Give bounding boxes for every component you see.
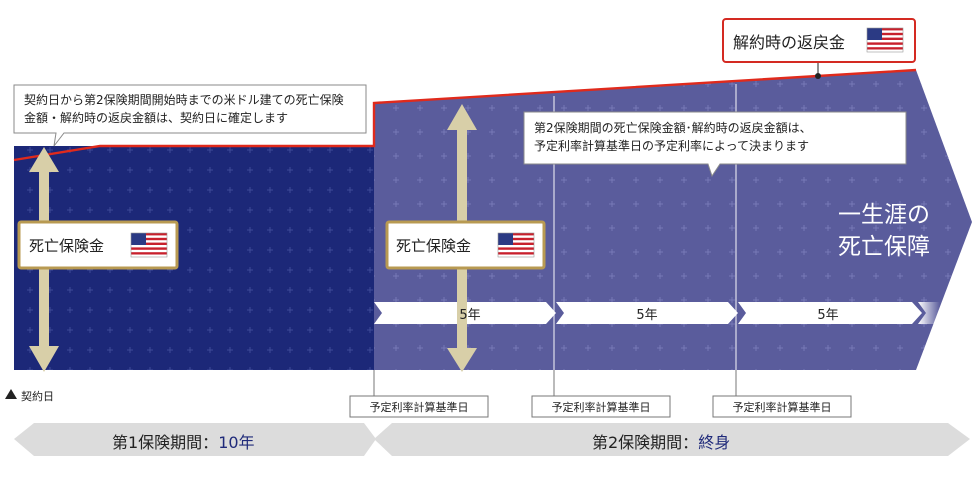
period2-value: 終身 xyxy=(698,433,731,452)
surrender-value-line xyxy=(13,68,917,162)
fixed-amount-callout xyxy=(13,84,367,147)
period2-label: 第2保険期間： xyxy=(592,433,699,452)
triangle-up-icon xyxy=(5,389,17,399)
calc-date-label: 予定利率計算基準日 xyxy=(551,401,651,414)
duration-label: 5年 xyxy=(817,308,839,323)
period1-title: 第1保険期間：10年 xyxy=(112,429,255,453)
fixed-note-line1: 契約日から第2保険期間開始時までの米ドル建ての死亡保険 xyxy=(24,93,344,107)
second-note-line1: 第2保険期間の死亡保険金額･解約時の返戻金額は、 xyxy=(534,121,812,135)
duration-label: 5年 xyxy=(459,308,481,323)
death-benefit-box xyxy=(17,220,179,270)
death-benefit-box xyxy=(385,220,546,270)
second-note-line2: 予定利率計算基準日の予定利率によって決まります xyxy=(534,139,810,153)
period-bars xyxy=(14,423,970,456)
period1-label: 第1保険期間： xyxy=(112,433,219,452)
lifetime-line2: 死亡保障 xyxy=(838,234,930,260)
period1-value: 10年 xyxy=(218,433,255,452)
calc-date-label: 予定利率計算基準日 xyxy=(369,401,469,414)
contract-date-label: 契約日 xyxy=(21,390,54,403)
calc-date-label: 予定利率計算基準日 xyxy=(732,401,832,414)
duration-label: 5年 xyxy=(636,308,658,323)
death-benefit-label: 死亡保険金 xyxy=(29,237,105,255)
death-benefit-label: 死亡保険金 xyxy=(396,237,472,255)
calc-date-markers xyxy=(349,370,852,418)
surrender-box xyxy=(722,18,916,79)
period1-area xyxy=(14,146,374,370)
surrender-label: 解約時の返戻金 xyxy=(733,33,846,52)
lifetime-line1: 一生涯の xyxy=(838,202,930,228)
period2-title: 第2保険期間：終身 xyxy=(592,429,730,453)
rate-callout xyxy=(523,111,907,178)
fixed-note-line2: 金額・解約時の返戻金額は、契約日に確定します xyxy=(24,111,289,125)
